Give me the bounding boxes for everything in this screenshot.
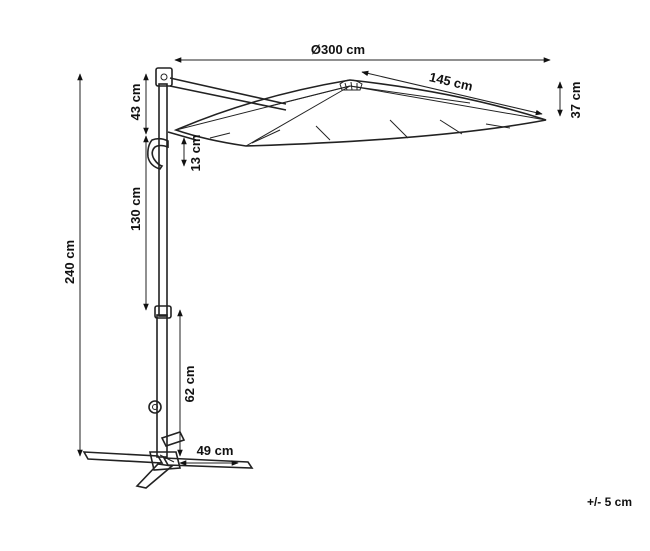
cantilever-arm	[167, 77, 287, 141]
top-offset-label: 43 cm	[128, 84, 143, 121]
handle-height-label: 13 cm	[188, 135, 203, 172]
rib-length-arrow	[361, 70, 543, 116]
umbrella-drawing	[82, 67, 547, 489]
canopy	[173, 79, 547, 147]
slide-range-label: 130 cm	[128, 187, 143, 231]
dimension-lines	[77, 57, 563, 466]
base-width-label: 49 cm	[197, 443, 234, 458]
diameter-label: Ø300 cm	[311, 42, 365, 57]
handle	[147, 137, 169, 170]
crank-knob	[148, 400, 162, 414]
dimension-labels: Ø300 cm 145 cm 37 cm 43 cm 13 cm 130 cm …	[62, 42, 583, 458]
pole	[154, 67, 173, 458]
lower-pole-label: 62 cm	[182, 366, 197, 403]
total-height-label: 240 cm	[62, 240, 77, 284]
rib-length-label: 145 cm	[428, 69, 474, 94]
cross-base	[82, 431, 254, 489]
tolerance-note: +/- 5 cm	[586, 495, 632, 509]
canopy-height-label: 37 cm	[568, 82, 583, 119]
